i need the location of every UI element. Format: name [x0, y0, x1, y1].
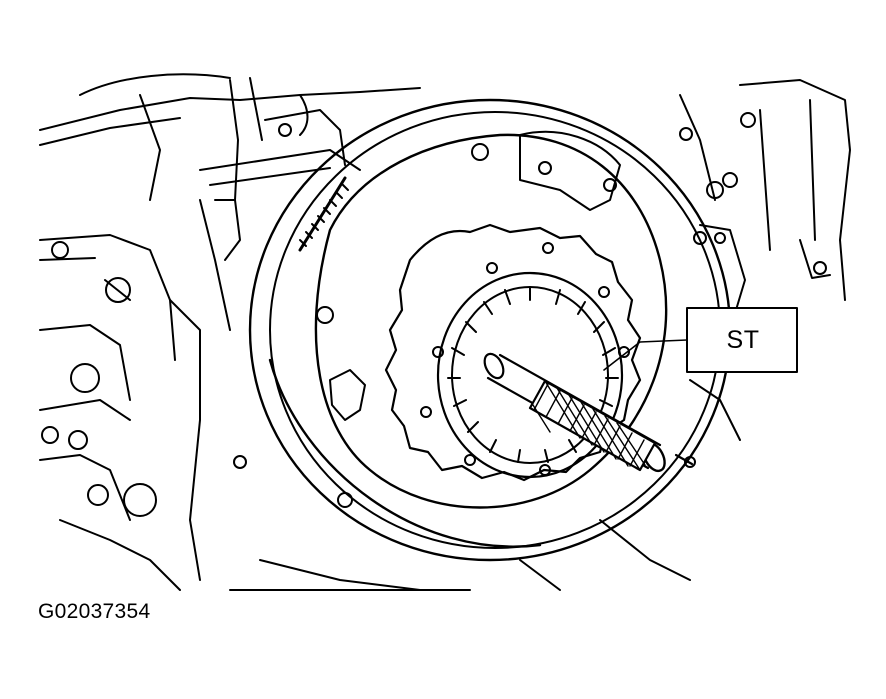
figure-code: G02037354	[38, 600, 151, 623]
st-callout-box	[603, 307, 798, 373]
engine-block-outline	[39, 73, 851, 591]
clutch-disc-icon	[436, 271, 624, 479]
st-callout-label: ST	[726, 325, 760, 354]
block-bolts	[41, 112, 827, 517]
clutch-cover-icon	[314, 130, 668, 509]
special-tool-icon	[483, 352, 696, 473]
